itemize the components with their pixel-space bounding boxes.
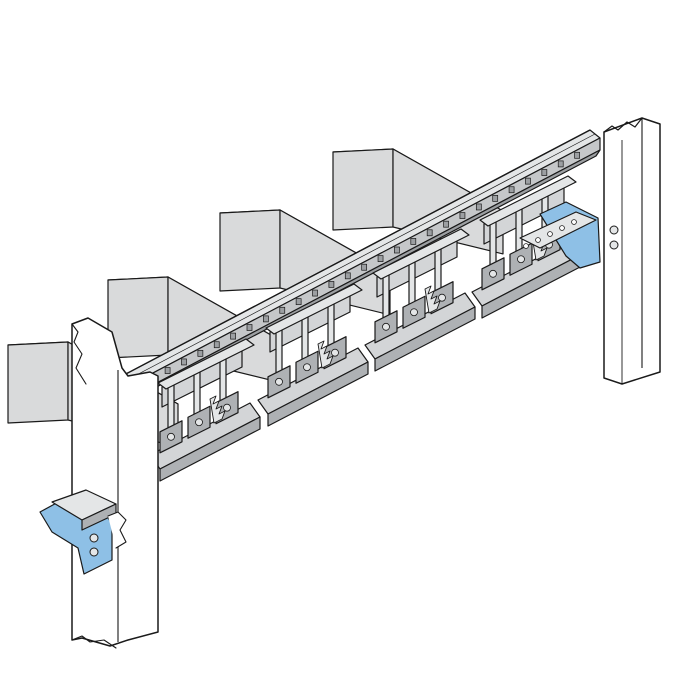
support-module-4 [471,175,583,319]
upright-torn-bottom [71,635,117,649]
rail-slot [181,358,187,366]
right-upright [603,117,661,385]
rail-slot [394,246,400,254]
insulator-zigzag [209,395,226,424]
module-base-edge [267,361,369,427]
shelf-front [332,148,394,231]
support-modules [149,175,583,482]
shelf-front [219,209,281,292]
upright-torn-top [603,117,643,133]
rail-slot [197,349,204,357]
rail-slot [557,160,564,168]
upright-cutout [107,511,127,549]
rail-slot [328,281,335,288]
rail-ridge [121,129,591,377]
clamp-hole [331,348,339,357]
clamp-hole [438,293,446,302]
module-base-edge [159,416,261,482]
clamp-hole [167,432,175,441]
rail-slot [213,341,220,349]
clamp-hole [489,269,497,278]
support-module-1 [149,338,261,482]
rail-slot [443,220,449,228]
rail-slot [344,272,351,280]
shelf-front [107,276,169,359]
rail-slot [541,169,548,176]
rail-slot [410,238,417,245]
module-cap [372,228,470,280]
bracket-hole [547,231,553,237]
rail-slot [279,306,286,314]
insulator-zigzag [424,285,441,314]
left-upright-assembly [39,317,159,649]
rail-slot [492,195,499,202]
clamp-hole [517,255,525,264]
module-cap [265,283,363,335]
clamp-hole [223,403,231,412]
clamp-hole [382,322,390,331]
left-end-bracket [39,489,127,575]
bracket-hole [559,225,565,231]
bolt-icon [89,547,99,557]
bracket-hole [535,237,541,243]
right-upright-assembly [519,117,661,385]
support-module-3 [364,228,476,372]
bolt-icon [89,533,99,543]
clamp-hole [275,377,283,386]
module-cap [157,338,255,390]
clamp-hole [410,308,418,317]
bracket-hole [571,219,577,225]
clamp-hole [303,363,311,372]
shelf-front [7,341,69,424]
rail-slot [508,186,515,194]
upright-torn-edge [71,323,87,385]
module-base-edge [374,306,476,372]
bolt-icon [609,225,619,235]
upright-body [603,117,661,385]
rail-slot [164,367,171,374]
rail-slot [361,263,368,271]
bracket-hole [523,243,529,249]
rail-slot [574,151,580,159]
rail-slot [475,203,482,211]
rail-slot [246,324,253,331]
rail-slot [426,229,433,237]
rail-slot [377,255,384,262]
module-cap [479,175,577,227]
insulator-zigzag [317,340,334,369]
clamp-hole [195,418,203,427]
support-module-2 [257,283,369,427]
rail-slot [312,289,318,297]
rail-slot [263,315,269,323]
rail-ridge-inner [126,133,596,381]
rail-slot [459,212,466,219]
rail-slot [230,332,236,340]
rail-slot [295,298,302,306]
right-end-bracket [519,201,601,269]
bolt-icon [609,240,619,250]
rail-slot [525,177,531,185]
